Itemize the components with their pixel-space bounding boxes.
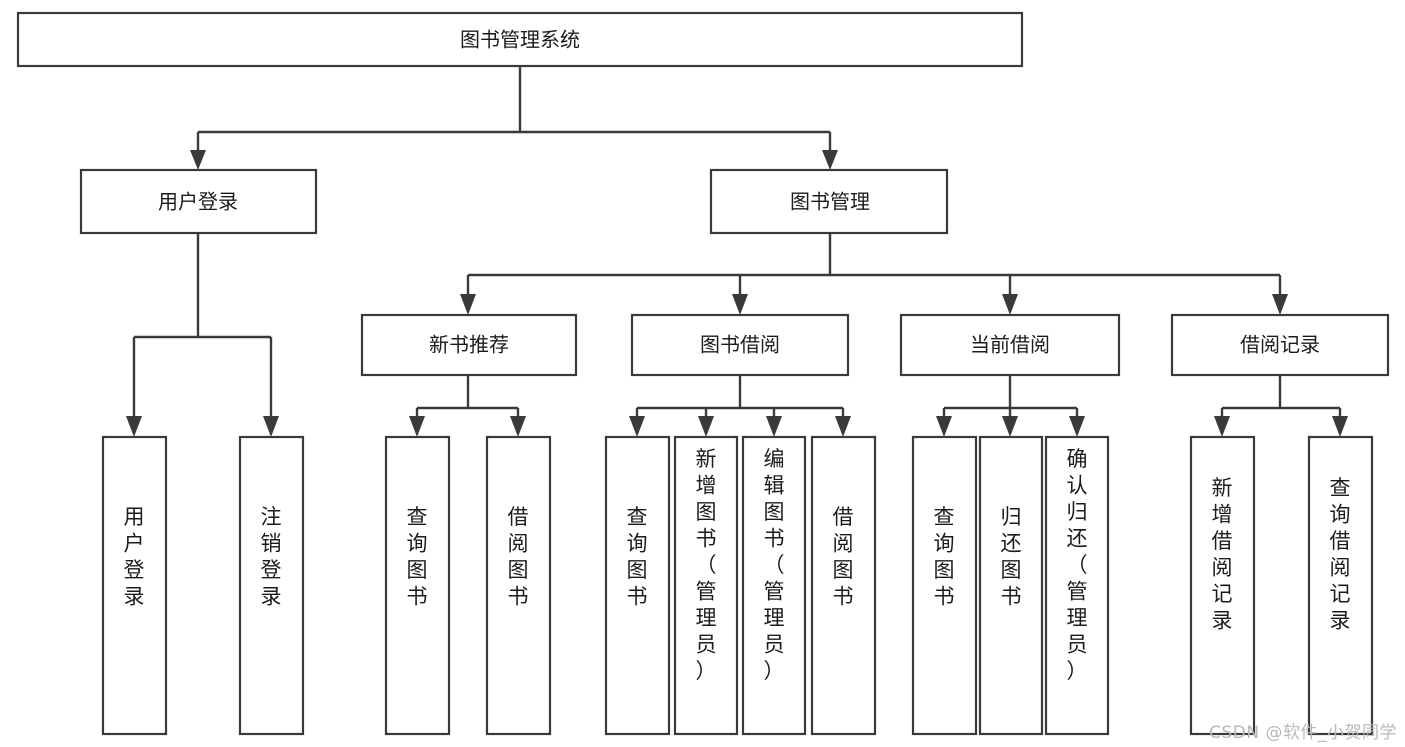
node-new-book-recommend-label: 新书推荐 xyxy=(429,333,509,357)
arrow-head-leaf-edit-book xyxy=(766,416,782,437)
node-leaf-borrow-book-1-box[interactable] xyxy=(485,435,552,736)
arrow-head-leaf-add-record xyxy=(1214,416,1230,437)
connector-group-current-borrow xyxy=(936,375,1085,437)
node-root-box[interactable] xyxy=(16,11,1024,68)
arrow-head-new-book xyxy=(460,294,476,315)
connector-group-root xyxy=(190,66,838,170)
arrow-head-leaf-confirm-return xyxy=(1069,416,1085,437)
node-leaf-query-book-1[interactable]: 查询图书 xyxy=(384,435,451,736)
node-leaf-query-book-1-label: 查询图书 xyxy=(407,505,428,609)
node-borrow-record[interactable]: 借阅记录 xyxy=(1170,313,1390,377)
node-user-login-box[interactable] xyxy=(79,168,318,235)
node-leaf-borrow-book-2[interactable]: 借阅图书 xyxy=(810,435,877,736)
node-leaf-query-book-2-label: 查询图书 xyxy=(627,505,648,609)
arrow-head-leaf-query-book-1 xyxy=(409,416,425,437)
arrow-head-leaf-borrow-book-2 xyxy=(835,416,851,437)
node-book-manage-label: 图书管理 xyxy=(790,190,870,214)
node-book-manage-box[interactable] xyxy=(709,168,949,235)
node-leaf-return-book[interactable]: 归还图书 xyxy=(978,435,1044,736)
node-leaf-user-login-label: 用户登录 xyxy=(124,505,145,609)
node-root[interactable]: 图书管理系统 xyxy=(16,11,1024,68)
node-leaf-return-book-box[interactable] xyxy=(978,435,1044,736)
node-root-label: 图书管理系统 xyxy=(460,28,580,52)
node-leaf-query-book-3[interactable]: 查询图书 xyxy=(911,435,978,736)
arrow-head-leaf-add-book xyxy=(698,416,714,437)
connector-group-book-borrow xyxy=(629,375,851,437)
arrow-head-borrow-record xyxy=(1272,294,1288,315)
node-leaf-return-book-label: 归还图书 xyxy=(1001,505,1022,609)
node-leaf-logout-login-label: 注销登录 xyxy=(261,505,282,609)
node-leaf-user-login-box[interactable] xyxy=(101,435,168,736)
arrow-head-leaf-query-record xyxy=(1332,416,1348,437)
arrow-head-leaf-return-book xyxy=(1002,416,1018,437)
arrow-head-leaf-logout xyxy=(263,416,279,437)
connector-group-new-book-recommend xyxy=(409,375,526,437)
arrow-head-user-login xyxy=(190,150,206,170)
node-leaf-borrow-book-2-label: 借阅图书 xyxy=(833,505,854,609)
node-leaf-add-record-box[interactable] xyxy=(1189,435,1256,736)
connector-group-book-manage xyxy=(460,233,1288,315)
node-leaf-logout-login-box[interactable] xyxy=(238,435,305,736)
node-leaf-add-book-label: 新增图书（管理员） xyxy=(696,447,717,683)
node-leaf-edit-book-label: 编辑图书（管理员） xyxy=(764,447,785,683)
node-leaf-query-book-2-box[interactable] xyxy=(604,435,671,736)
node-user-login-label: 用户登录 xyxy=(158,190,238,214)
node-borrow-record-box[interactable] xyxy=(1170,313,1390,377)
node-leaf-user-login[interactable]: 用户登录 xyxy=(101,435,168,736)
node-leaf-add-book[interactable]: 新增图书（管理员） xyxy=(673,435,739,736)
arrow-head-leaf-query-book-2 xyxy=(629,416,645,437)
arrow-head-current-borrow xyxy=(1002,294,1018,315)
node-leaf-query-book-2[interactable]: 查询图书 xyxy=(604,435,671,736)
node-leaf-query-book-3-label: 查询图书 xyxy=(934,505,955,609)
node-leaf-borrow-book-1-label: 借阅图书 xyxy=(508,505,529,609)
node-leaf-query-book-3-box[interactable] xyxy=(911,435,978,736)
node-leaf-query-book-1-box[interactable] xyxy=(384,435,451,736)
node-leaf-edit-book-box[interactable] xyxy=(741,435,807,736)
connector-group-borrow-record xyxy=(1214,375,1348,437)
connector-group-user-login xyxy=(126,233,279,437)
arrow-head-leaf-borrow-book-1 xyxy=(510,416,526,437)
arrow-head-leaf-query-book-3 xyxy=(936,416,952,437)
node-new-book-recommend[interactable]: 新书推荐 xyxy=(360,313,578,377)
node-leaf-add-record[interactable]: 新增借阅记录 xyxy=(1189,435,1256,736)
node-leaf-add-book-box[interactable] xyxy=(673,435,739,736)
node-leaf-borrow-book-1[interactable]: 借阅图书 xyxy=(485,435,552,736)
node-book-manage[interactable]: 图书管理 xyxy=(709,168,949,235)
node-leaf-query-record[interactable]: 查询借阅记录 xyxy=(1307,435,1374,736)
node-leaf-query-record-label: 查询借阅记录 xyxy=(1330,476,1351,633)
node-leaf-confirm-return[interactable]: 确认归还（管理员） xyxy=(1044,435,1110,736)
node-user-login[interactable]: 用户登录 xyxy=(79,168,318,235)
node-book-borrow-label: 图书借阅 xyxy=(700,333,780,357)
node-current-borrow-label: 当前借阅 xyxy=(970,333,1050,357)
node-current-borrow-box[interactable] xyxy=(899,313,1121,377)
node-leaf-confirm-return-box[interactable] xyxy=(1044,435,1110,736)
node-leaf-confirm-return-label: 确认归还（管理员） xyxy=(1067,447,1088,683)
node-book-borrow[interactable]: 图书借阅 xyxy=(630,313,850,377)
arrow-head-book-manage xyxy=(822,150,838,170)
arrow-head-leaf-user-login xyxy=(126,416,142,437)
node-leaf-edit-book[interactable]: 编辑图书（管理员） xyxy=(741,435,807,736)
node-leaf-borrow-book-2-box[interactable] xyxy=(810,435,877,736)
node-book-borrow-box[interactable] xyxy=(630,313,850,377)
node-leaf-query-record-box[interactable] xyxy=(1307,435,1374,736)
node-current-borrow[interactable]: 当前借阅 xyxy=(899,313,1121,377)
node-leaf-add-record-label: 新增借阅记录 xyxy=(1212,476,1233,633)
node-new-book-recommend-box[interactable] xyxy=(360,313,578,377)
node-borrow-record-label: 借阅记录 xyxy=(1240,333,1320,357)
node-leaf-logout-login[interactable]: 注销登录 xyxy=(238,435,305,736)
arrow-head-book-borrow xyxy=(732,294,748,315)
